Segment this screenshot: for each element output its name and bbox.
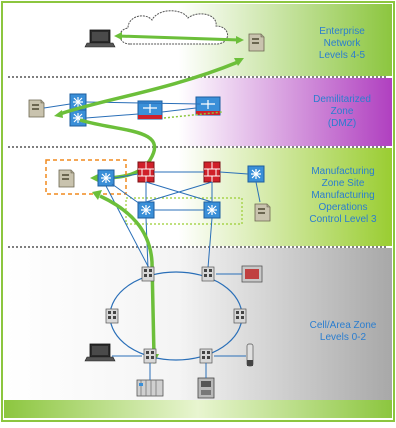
enterprise-link-arrow (117, 34, 241, 42)
zone-label-line: (DMZ) (327, 118, 357, 129)
switch-icon (69, 109, 87, 127)
switch-icon (97, 169, 115, 187)
bottom-band (4, 400, 392, 418)
io-module-icon (105, 308, 119, 324)
network-link (85, 113, 139, 119)
zone-label-line: Demilitarized (313, 94, 371, 105)
arrow-head (114, 32, 122, 40)
firewall-icon (137, 100, 163, 120)
drive-icon (197, 377, 215, 399)
mfg-links (105, 171, 261, 271)
network-link (43, 103, 71, 109)
arrow-head (92, 190, 102, 200)
firewall-icon (203, 161, 221, 183)
enterprise-zone-label: Enterprise Network Levels 4-5 (300, 26, 384, 62)
network-link (161, 107, 197, 113)
arrow-head (54, 110, 63, 118)
switch-icon (137, 201, 155, 219)
zone-label-line: Manufacturing (311, 190, 375, 201)
server-icon (248, 33, 265, 52)
zone-label-line: Operations (318, 202, 368, 213)
server-icon (58, 169, 75, 188)
sensor-icon (246, 343, 254, 367)
orange-group-box (45, 159, 127, 195)
zone-label-line: Enterprise (319, 26, 365, 37)
cell-zone-label: Cell/Area Zone Levels 0-2 (298, 320, 388, 344)
arrow-head (234, 58, 244, 66)
zone-label-line: Zone Site (321, 178, 365, 189)
server-icon (28, 99, 45, 118)
switch-icon (247, 165, 265, 183)
zone-label-line: Zone (330, 106, 354, 117)
mfg-to-cell-arrow (99, 194, 156, 357)
switch-icon (203, 201, 221, 219)
manufacturing-zone-band (4, 148, 392, 246)
hmi-panel-icon (241, 265, 263, 283)
zone-label-line: Network (323, 38, 361, 49)
zone-label-line: Levels 0-2 (319, 332, 367, 343)
dmz-zone-label: Demilitarized Zone (DMZ) (300, 94, 384, 130)
dmz-to-enterprise-arrow (59, 60, 239, 116)
io-module-icon (233, 308, 247, 324)
io-module-icon (143, 348, 157, 364)
cell-zone-band (4, 248, 392, 400)
zone-label-line: Cell/Area Zone (309, 320, 377, 331)
io-module-icon (201, 266, 215, 282)
green-dotted-group-box (125, 197, 243, 225)
arrow-head (236, 36, 244, 44)
server-icon (254, 203, 271, 222)
zone-label-line: Levels 4-5 (318, 50, 366, 61)
zone-label-line: Manufacturing (311, 166, 375, 177)
io-module-icon (199, 348, 213, 364)
io-module-icon (141, 266, 155, 282)
plc-icon (136, 379, 164, 397)
manufacturing-zone-label: Manufacturing Zone Site Manufacturing Op… (296, 166, 390, 226)
zone-label-line: Control Level 3 (309, 214, 377, 225)
firewall-icon (137, 161, 155, 183)
failover-link (163, 111, 223, 119)
